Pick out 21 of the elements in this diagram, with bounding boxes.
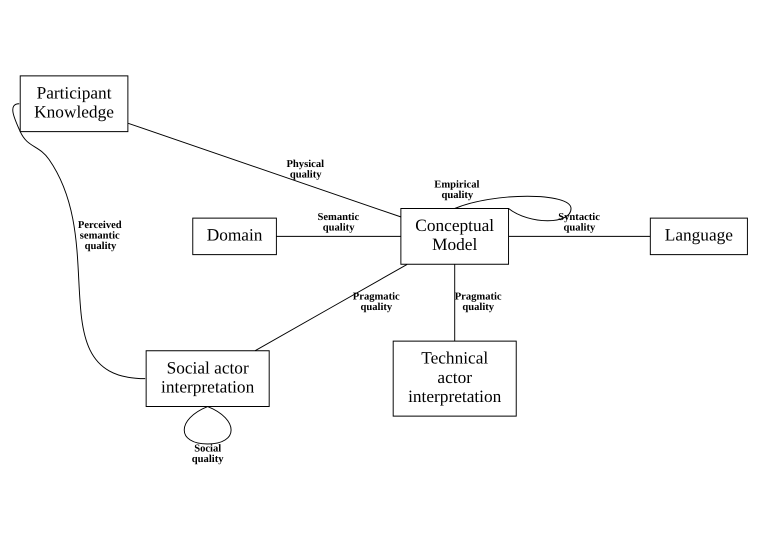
edge-label: Pragmatic quality	[352, 291, 400, 313]
edge-label: Physical quality	[286, 158, 324, 180]
node-box: Language	[650, 217, 748, 255]
edge-label: Empirical quality	[434, 178, 480, 200]
connector	[454, 263, 456, 342]
edge-label: Semantic quality	[317, 211, 360, 233]
node-box: Participant Knowledge	[20, 74, 128, 132]
edge-label: Pragmatic quality	[454, 291, 502, 313]
node-box: Domain	[192, 217, 277, 255]
node-box: Social actor interpretation	[146, 350, 270, 406]
connector	[128, 122, 402, 217]
connector	[254, 263, 408, 351]
edge-label: Perceived semantic quality	[78, 220, 122, 252]
node-box: Technical actor interpretation	[392, 340, 517, 416]
connector	[184, 406, 232, 444]
edge-label: Social quality	[192, 443, 224, 465]
connector	[12, 102, 146, 379]
connector	[276, 235, 402, 236]
connector	[508, 235, 651, 236]
connector	[454, 195, 572, 221]
node-box: Conceptual Model	[400, 208, 510, 264]
